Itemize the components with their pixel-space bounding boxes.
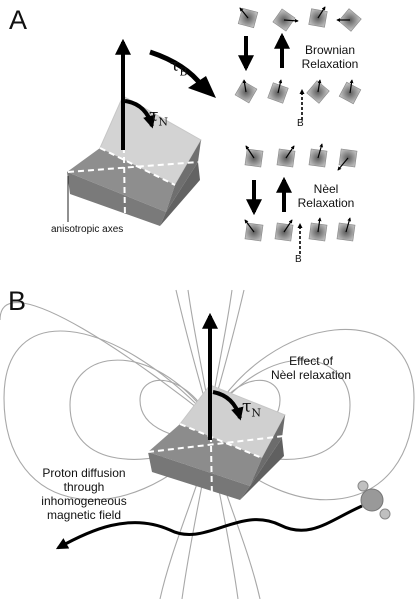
neel-arrows (246, 176, 303, 254)
tau-brownian-label: τB (170, 56, 188, 79)
tau-neel-label-b: τN (242, 397, 262, 420)
panel-b-label: B (8, 286, 27, 316)
neel-bottom-row (244, 217, 356, 242)
effect-neel-label: Effect of Nèel relaxation (270, 354, 352, 382)
neel-rotation-arrow-b (212, 390, 244, 421)
anisotropic-axes-label: anisotropic axes (51, 224, 124, 235)
tau-neel-label-a: τN (149, 106, 169, 129)
brownian-bottom-row (234, 79, 362, 105)
diffusion-path (55, 504, 363, 550)
brownian-top-row (237, 6, 362, 32)
neel-rotation-arrow-a (124, 99, 156, 129)
brownian-arrows (238, 32, 305, 120)
field-label-brownian: B (297, 118, 304, 129)
neel-top-row (244, 143, 358, 171)
brownian-relaxation-label: Brownian Relaxation (301, 43, 359, 71)
field-label-neel: B (295, 254, 302, 265)
neel-relaxation-label: Nèel Relaxation (297, 182, 355, 210)
crystal-b (147, 384, 286, 501)
proton-molecule (357, 480, 391, 520)
proton-diffusion-label: Proton diffusion through inhomogeneous m… (41, 466, 127, 522)
panel-a-label: A (9, 5, 28, 35)
brownian-rotation-arrow (149, 49, 216, 98)
crystal-a (67, 95, 202, 226)
